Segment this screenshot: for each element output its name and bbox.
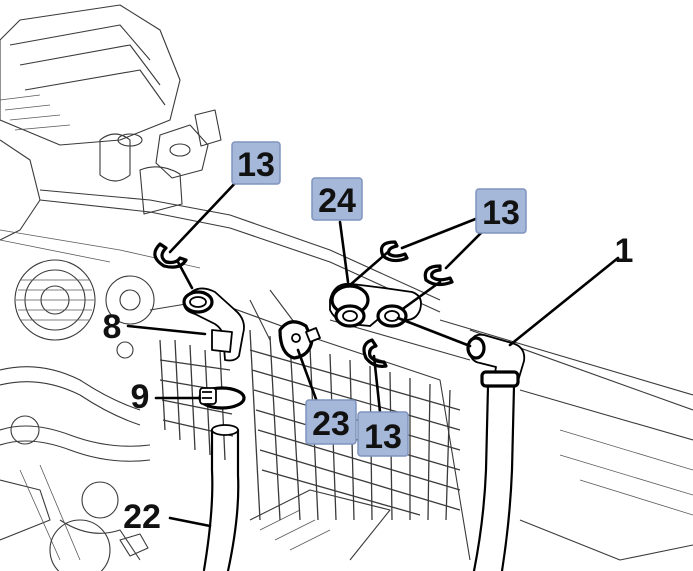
retaining-clip-upper-left [153, 242, 188, 269]
leader-lines [126, 178, 620, 528]
hose-1 [466, 333, 526, 571]
callout-13-top-left: 13 [231, 141, 281, 185]
callout-label: 13 [482, 194, 520, 232]
bleeder-cap-23 [278, 320, 321, 360]
callout-23: 23 [305, 399, 357, 445]
engine-background [0, 4, 693, 571]
hose-clamp-9 [198, 386, 246, 410]
callout-label: 24 [318, 182, 356, 220]
tee-fitting-24 [329, 282, 422, 328]
callout-8: 8 [103, 308, 122, 346]
callout-label: 13 [364, 418, 402, 456]
retaining-clip-lower [362, 338, 388, 368]
retaining-clip-right [423, 264, 454, 287]
callout-22: 22 [123, 498, 161, 536]
callout-13-upper-right: 13 [475, 188, 527, 234]
callout-label: 23 [312, 405, 350, 443]
callout-1: 1 [615, 232, 634, 270]
retaining-clip-upper [379, 240, 409, 263]
elbow-fitting-8 [182, 287, 245, 362]
callout-24: 24 [311, 177, 363, 221]
hose-22 [202, 424, 240, 571]
callout-9: 9 [131, 378, 150, 416]
callout-label: 13 [237, 146, 275, 184]
callout-13-bottom: 13 [357, 411, 409, 457]
